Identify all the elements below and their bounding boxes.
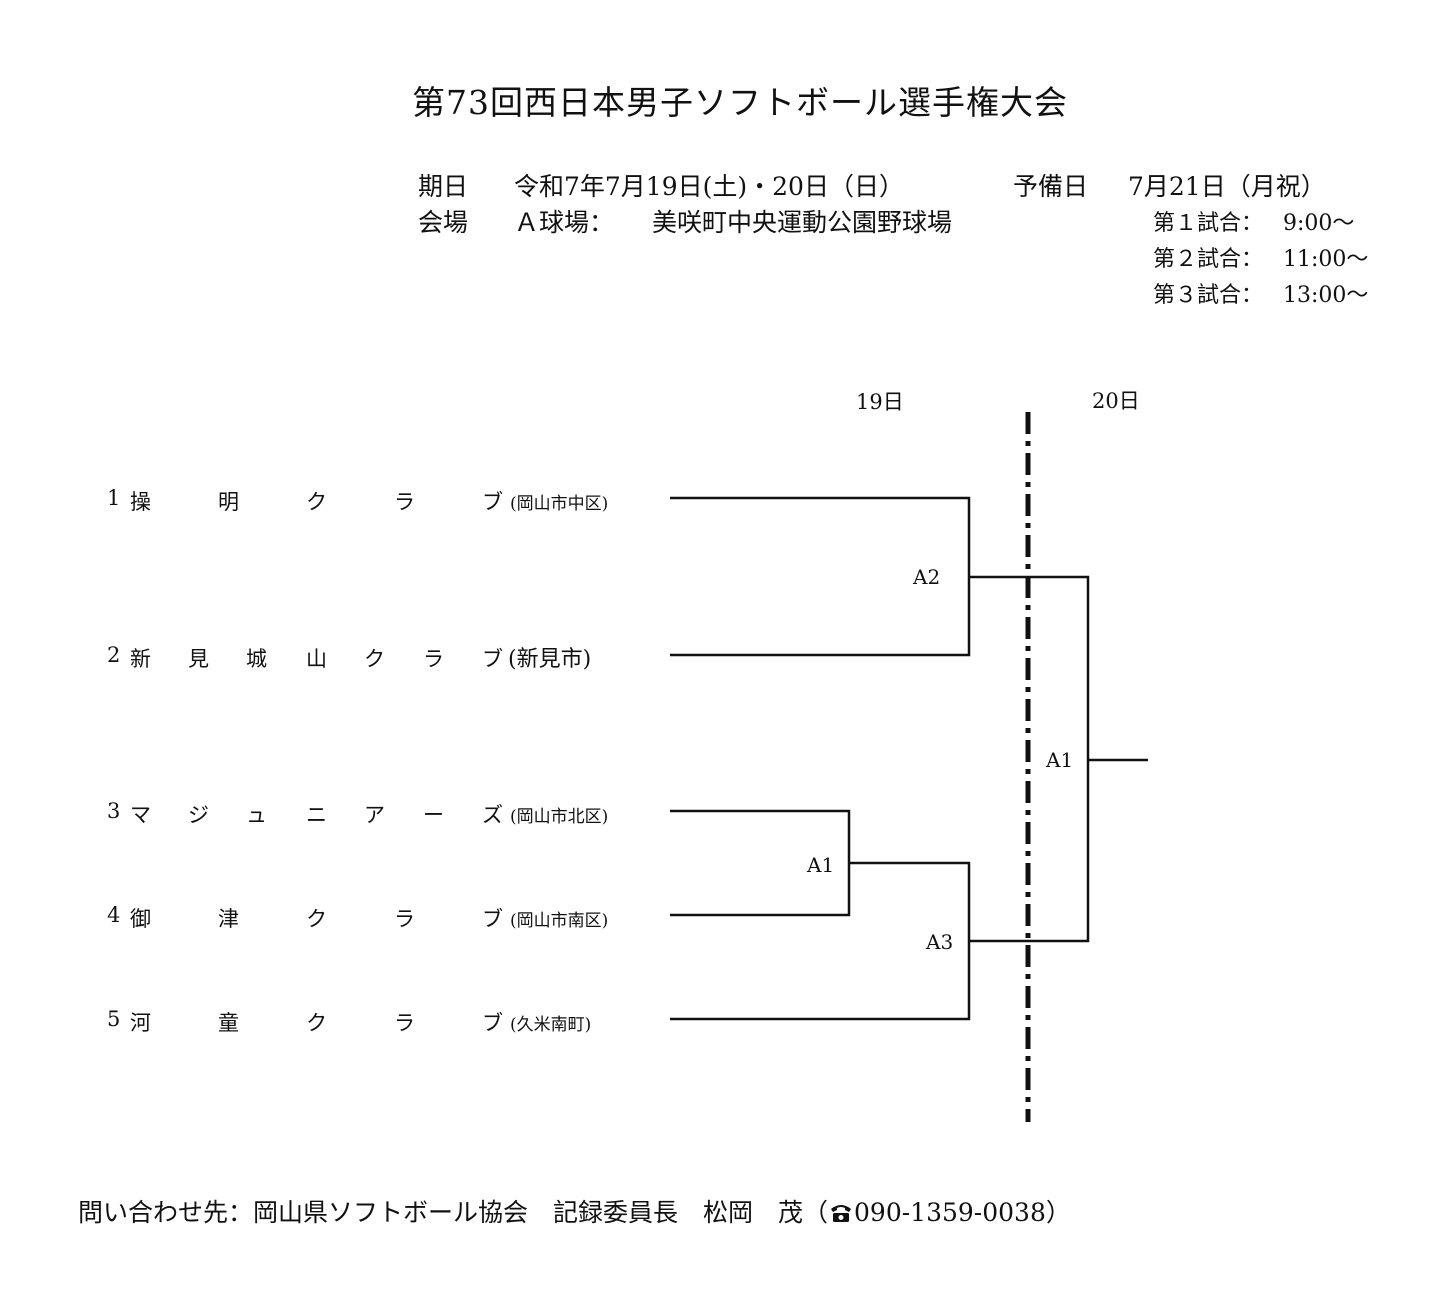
team-name-char: 操 [130,490,151,514]
day-header-19: 19日 [856,390,904,414]
team-name-char: 山 [306,647,327,671]
team-name-char: ラ [394,490,415,514]
match-label-a2: A2 [913,565,941,589]
team-number: 2 [107,643,121,667]
team-name-char: ラ [394,1011,415,1035]
team-number: 4 [107,903,121,927]
team-name-char: 河 [130,1011,151,1035]
bracket-line-team1 [670,496,971,577]
date-value: 令和7年7月19日(土)・20日（日） [514,172,904,201]
team-name-char: ュ [246,803,267,827]
team-name-char: ブ [482,1011,503,1035]
team-name-char: ク [306,490,327,514]
team-number: 5 [107,1007,121,1031]
match-label-a1-day1: A1 [807,853,835,877]
schedule-game-3: 第３試合： [1153,283,1264,308]
team-location: (岡山市北区) [510,807,609,827]
team-name-char: ク [306,1011,327,1035]
team-name-char: ラ [423,647,444,671]
bracket-line-a2-out [969,575,1090,760]
schedule-game-2: 第２試合： [1153,247,1264,272]
bracket-line-team3 [670,809,851,863]
team-name-char: ズ [482,803,503,827]
match-label-a1-final: A1 [1046,748,1074,772]
team-name-char: ア [364,803,385,827]
bracket-line-a1-out [849,861,971,941]
schedule-time-2: 11:00～ [1283,247,1369,272]
schedule-time-3: 13:00～ [1283,283,1369,308]
schedule-time-1: 9:00～ [1283,211,1355,236]
team-name-char: ジ [188,803,209,827]
team-name-char: 童 [218,1011,239,1035]
team-name-char: ニ [306,803,327,827]
venue-name: 美咲町中央運動公園野球場 [652,208,953,237]
team-name-char: 明 [218,490,239,514]
day-header-20: 20日 [1092,389,1140,413]
team-name-char: マ [130,803,151,827]
team-name-char: 御 [130,907,151,931]
bracket-line-team4 [670,863,851,917]
team-location: (岡山市南区) [510,911,609,931]
team-number: 3 [107,799,121,823]
team-location: (新見市) [508,647,592,672]
team-name-char: 城 [246,647,267,671]
team-name-char: 津 [218,907,239,931]
team-name-char: ブ [482,647,503,671]
reserve-value: 7月21日（月祝） [1128,172,1326,201]
telephone-icon [829,1201,853,1230]
venue-label: 会場 [418,208,469,237]
team-number: 1 [107,486,121,510]
bracket-line-a3-out [969,760,1090,943]
bracket-line-team2 [670,577,971,657]
schedule-game-1: 第１試合： [1153,211,1264,236]
bracket-line-team5 [670,941,971,1021]
team-location: (久米南町) [510,1015,592,1035]
team-name-char: ク [364,647,385,671]
team-name-char: 新 [130,647,151,671]
team-name-char: ブ [482,907,503,931]
team-name-char: ブ [482,490,503,514]
date-label: 期日 [418,172,469,201]
contact-phone: 090-1359-0038） [854,1198,1071,1227]
reserve-label: 予備日 [1013,172,1089,201]
team-name-char: ラ [394,907,415,931]
match-label-a3: A3 [926,930,954,954]
team-location: (岡山市中区) [510,494,609,514]
venue-field: Ａ球場： [514,208,615,237]
footer-contact: 問い合わせ先：岡山県ソフトボール協会 記録委員長 松岡 茂（ 090-1359-0… [78,1193,1071,1230]
team-name-char: ク [306,907,327,931]
team-name-char: 見 [188,647,209,671]
contact-text: 問い合わせ先：岡山県ソフトボール協会 記録委員長 松岡 茂（ [78,1198,829,1227]
team-name-char: ー [423,803,444,827]
page-title: 第73回西日本男子ソフトボール選手権大会 [412,83,1068,122]
